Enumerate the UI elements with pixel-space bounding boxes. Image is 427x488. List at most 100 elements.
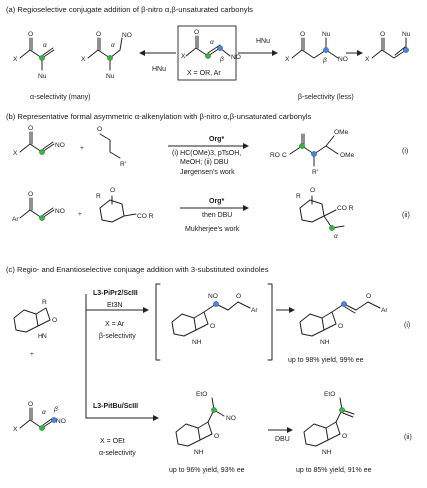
svg-text:O: O [342, 433, 347, 440]
svg-text:R': R' [120, 161, 126, 168]
c-branch-path [85, 294, 144, 419]
svg-text:OMe: OMe [340, 152, 355, 159]
c-oxindole-substrate: R O H N [13, 299, 57, 340]
svg-text:β: β [53, 406, 58, 413]
c-lower-x: X = OEt [100, 438, 125, 445]
svg-text:NO: NO [338, 56, 348, 63]
svg-text:O: O [52, 317, 57, 324]
svg-text:EtO: EtO [324, 391, 335, 398]
svg-text:R': R' [312, 169, 318, 176]
svg-text:C: C [282, 152, 287, 159]
section-a-title: (a) Regioselective conjugate addition of… [6, 5, 253, 14]
beta-product-structure: X O Nu NO β [285, 31, 348, 64]
svg-text:NO: NO [231, 54, 241, 61]
beta-selectivity-label: β-selectivity (less) [298, 94, 354, 101]
svg-text:Nu: Nu [106, 73, 115, 80]
svg-text:O: O [28, 31, 33, 38]
svg-text:O: O [300, 31, 305, 38]
svg-text:NO: NO [55, 208, 65, 215]
svg-text:Nu: Nu [38, 73, 47, 80]
svg-text:O: O [310, 187, 315, 194]
b2-tag: (ii) [402, 212, 410, 219]
b1-cond2: MeOH; (ii) DBU [180, 159, 229, 166]
c-upper-base: Et3N [107, 302, 123, 309]
section-b-title: (b) Representative formal asymmetric α-a… [6, 112, 312, 121]
c-upper-selectivity: β-selectivity [99, 333, 136, 340]
svg-text:O: O [97, 126, 102, 133]
hnu-right-label: HNu [256, 38, 271, 45]
svg-text:R: R [42, 299, 47, 306]
svg-text:NH: NH [194, 449, 204, 456]
intermediate-bracket-right [267, 283, 273, 361]
alpha-product-structure: X O Nu NO α [81, 31, 132, 80]
svg-text:O: O [366, 293, 371, 300]
alpha-alkenyl-structure: X O Nu α [13, 31, 55, 80]
svg-text:NO: NO [56, 418, 66, 425]
svg-text:R: R [96, 193, 101, 200]
svg-text:O: O [194, 29, 199, 36]
hnu-left-label: HNu [152, 66, 167, 73]
c-lower-intermediate: EtO NO O NH [175, 391, 236, 456]
svg-text:Ar: Ar [381, 307, 388, 314]
svg-text:O: O [110, 187, 115, 194]
c-upper-product: O Ar O NH [299, 293, 388, 346]
b2-substrate: Ar O NO [12, 191, 65, 223]
svg-text:O: O [28, 125, 33, 132]
alpha-dot [205, 53, 211, 59]
b2-indanone: R O CO R [96, 187, 154, 223]
b2-product: R O CO R α [296, 187, 354, 240]
svg-text:Nu: Nu [322, 31, 331, 38]
svg-text:RO: RO [270, 152, 280, 159]
central-substrate-structure: X O NO α β [181, 29, 241, 63]
svg-text:NH: NH [322, 449, 332, 456]
c-upper-yield: up to 98% yield, 99% ee [288, 357, 364, 364]
c-plus: + [30, 351, 34, 358]
beta-dot [217, 45, 223, 51]
svg-text:CO R: CO R [337, 205, 354, 212]
b1-catalyst: Org* [209, 136, 225, 143]
svg-text:O: O [214, 433, 219, 440]
svg-text:CO R: CO R [137, 213, 154, 220]
svg-text:Ar: Ar [251, 307, 258, 314]
svg-text:α: α [43, 42, 47, 49]
c-lower-yield2: up to 85% yield, 91% ee [296, 467, 372, 474]
b1-plus: + [80, 145, 84, 152]
c-lower-catalyst: L3-PitBu/ScIII [93, 403, 139, 410]
central-substrate-box [177, 25, 237, 81]
c-lower-yield1: up to 96% yield, 93% ee [169, 467, 245, 474]
svg-text:β: β [219, 56, 224, 63]
svg-text:NH: NH [320, 339, 330, 346]
svg-text:NO: NO [208, 293, 218, 300]
c-upper-catalyst: L3-PiPr2/ScIII [93, 290, 138, 297]
svg-text:O: O [96, 31, 101, 38]
svg-text:R: R [296, 193, 301, 200]
b2-cond1: then DBU [202, 212, 233, 219]
c-lower-product: EtO O NH [303, 391, 355, 456]
svg-text:α: α [42, 409, 46, 416]
c-nitroalkene: X O NO α β [13, 401, 66, 433]
svg-text:X: X [365, 56, 370, 63]
svg-text:α: α [210, 39, 214, 46]
b2-plus: + [78, 211, 82, 218]
svg-text:O: O [28, 191, 33, 198]
c-upper-x: X = Ar [105, 321, 125, 328]
alpha-selectivity-label: α-selectivity (many) [30, 94, 91, 101]
c-lower-dbu: DBU [275, 436, 290, 443]
svg-text:OMe: OMe [334, 129, 349, 136]
svg-text:N: N [42, 333, 47, 340]
svg-text:EtO: EtO [196, 391, 207, 398]
svg-text:Ar: Ar [12, 216, 19, 223]
svg-text:H: H [38, 333, 43, 340]
svg-text:X: X [181, 53, 186, 60]
svg-text:NH: NH [192, 339, 202, 346]
svg-text:Nu: Nu [402, 31, 411, 38]
c-lower-tag: (ii) [404, 434, 412, 441]
svg-text:β: β [322, 57, 327, 64]
svg-text:X: X [13, 426, 18, 433]
b1-substrate: X O NO [13, 125, 65, 157]
b1-product: RO C OMe OMe R' [270, 129, 355, 176]
beta-alkenyl-structure: X O Nu [365, 31, 411, 63]
section-c-title: (c) Regio- and Enantioselective conjuage… [6, 265, 269, 274]
svg-text:NO: NO [55, 142, 65, 149]
